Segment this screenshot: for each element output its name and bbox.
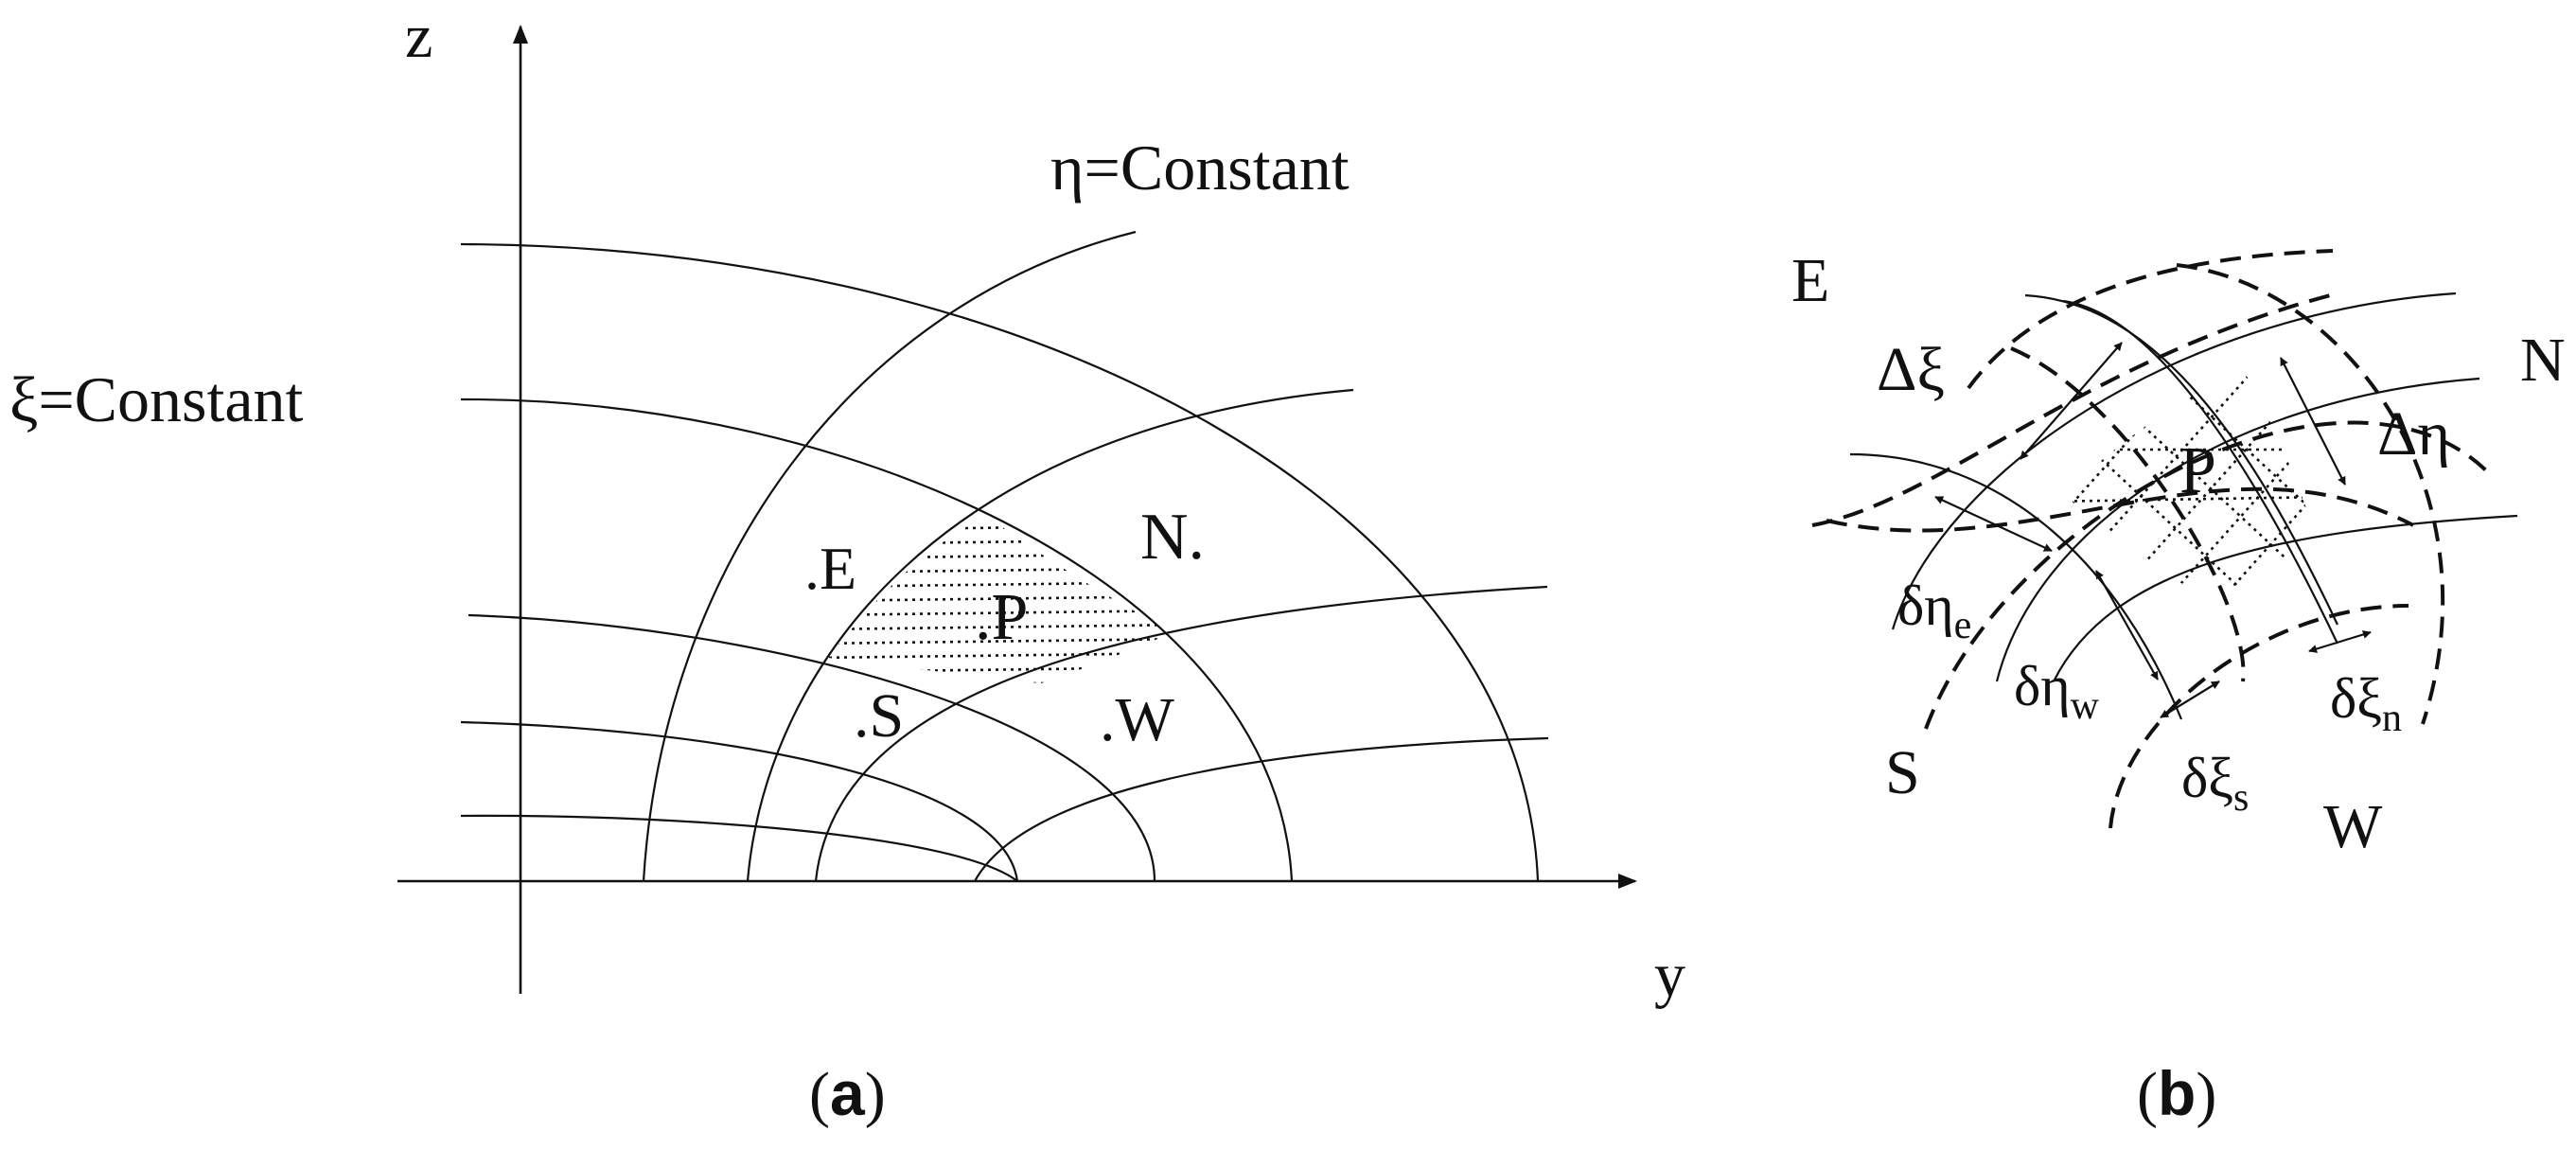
xi-constant-label: ξ=Constant bbox=[9, 363, 304, 435]
eta-curve-1 bbox=[642, 230, 1137, 882]
delta-eta-label: Δη bbox=[2377, 399, 2450, 468]
xi-curve-4 bbox=[460, 720, 1019, 882]
node-s-label: .S bbox=[854, 681, 904, 751]
xi-curve-3 bbox=[468, 613, 1156, 882]
dashed-curve-2 bbox=[1826, 486, 2414, 533]
panel-b: E N S W P Δξ Δη δηe δηw δξs δξn (b) bbox=[1791, 246, 2566, 1129]
dimension-arrows bbox=[1934, 342, 2372, 718]
d-xi-n-label: δξn bbox=[2330, 667, 2402, 740]
node-p-label: .P bbox=[975, 581, 1028, 654]
grid-line-5 bbox=[2053, 514, 2518, 682]
b-node-s-label: S bbox=[1885, 738, 1920, 807]
axis-y-label: y bbox=[1654, 941, 1685, 1010]
caption-a: (a) bbox=[809, 1058, 886, 1129]
b-node-w-label: W bbox=[2323, 792, 2383, 861]
xi-curve-5 bbox=[460, 814, 1018, 882]
b-node-e-label: E bbox=[1791, 246, 1829, 315]
eta-curve-4 bbox=[974, 736, 1549, 882]
eta-curve-3 bbox=[814, 585, 1548, 882]
xi-curve-2 bbox=[460, 398, 1294, 882]
delta-xi-label: Δξ bbox=[1877, 335, 1945, 404]
delta-xi-arrow bbox=[2020, 342, 2123, 460]
d-eta-w-arrow bbox=[2095, 570, 2159, 681]
node-w-label: .W bbox=[1100, 685, 1175, 754]
d-xi-s-label: δξs bbox=[2181, 747, 2249, 820]
node-n-label: N. bbox=[1140, 501, 1205, 574]
eta-constant-label: η=Constant bbox=[1050, 132, 1350, 203]
d-eta-e-label: δηe bbox=[1897, 574, 1971, 647]
dashed-curve-3 bbox=[1924, 420, 2491, 730]
dashed-curve-7 bbox=[2176, 263, 2445, 725]
dashed-curve-6 bbox=[2108, 604, 2409, 829]
eta-curve-2 bbox=[746, 388, 1354, 882]
dashed-curve-5 bbox=[2010, 346, 2246, 682]
eta-constant-curves bbox=[642, 230, 1549, 882]
b-node-p-label: P bbox=[2179, 434, 2216, 507]
caption-b: (b) bbox=[2137, 1058, 2216, 1129]
b-node-n-label: N bbox=[2520, 326, 2566, 395]
node-e-label: .E bbox=[804, 535, 856, 602]
grid-line-2 bbox=[2024, 293, 2338, 626]
d-eta-w-label: δηw bbox=[2014, 655, 2100, 728]
d-eta-e-arrow bbox=[1934, 496, 2053, 552]
d-xi-n-arrow bbox=[2308, 630, 2372, 653]
axis-z-label: z bbox=[405, 2, 432, 71]
dashed-curve-4 bbox=[1967, 249, 2334, 390]
grid-line-4 bbox=[1891, 292, 2457, 630]
xi-curve-1 bbox=[460, 242, 1540, 882]
d-xi-s-arrow bbox=[2160, 681, 2220, 718]
panel-a: z y η=Constant ξ=Constant .E N. .P .S .W… bbox=[9, 2, 1685, 1129]
xi-constant-curves bbox=[460, 242, 1540, 882]
delta-eta-arrow bbox=[2280, 357, 2346, 486]
